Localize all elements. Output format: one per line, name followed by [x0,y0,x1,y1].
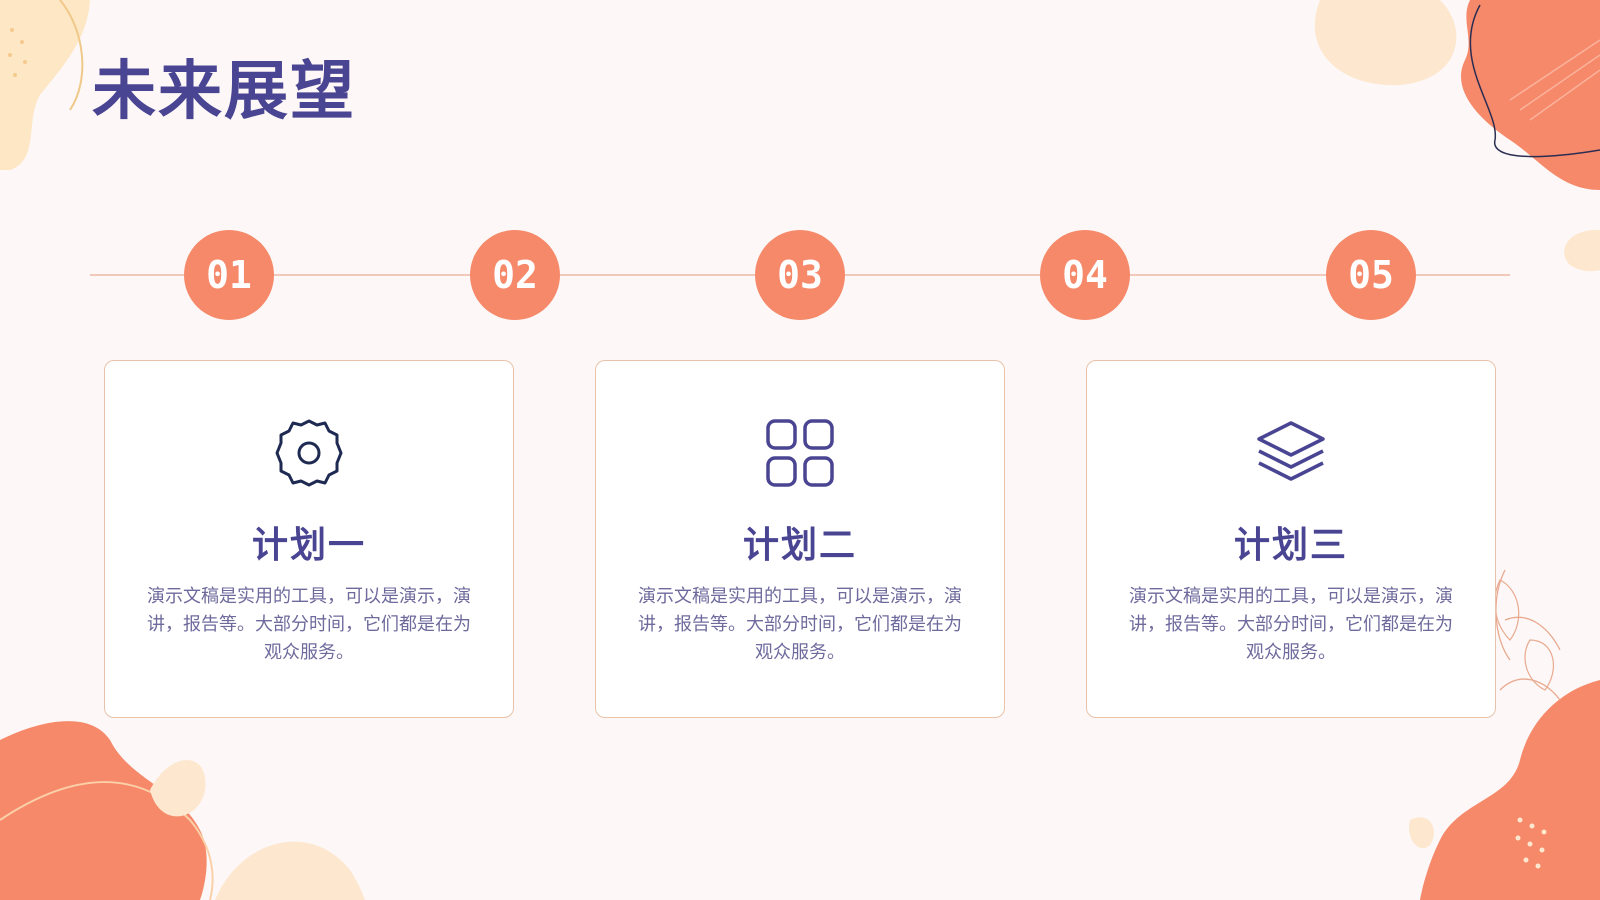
plan-card-title: 计划二 [742,525,857,566]
plan-card-1: 计划一 演示文稿是实用的工具，可以是演示，演讲，报告等。大部分时间，它们都是在为… [104,360,514,718]
step-badge-02: 02 [470,230,560,320]
step-badge-05: 05 [1326,230,1416,320]
plan-card-body: 演示文稿是实用的工具，可以是演示，演讲，报告等。大部分时间，它们都是在为观众服务… [1129,586,1453,663]
plan-card-body: 演示文稿是实用的工具，可以是演示，演讲，报告等。大部分时间，它们都是在为观众服务… [147,586,471,663]
plan-card-3: 计划三 演示文稿是实用的工具，可以是演示，演讲，报告等。大部分时间，它们都是在为… [1086,360,1496,718]
step-badge-04: 04 [1040,230,1130,320]
page-title: 未来展望 [92,55,356,129]
plan-card-2: 计划二 演示文稿是实用的工具，可以是演示，演讲，报告等。大部分时间，它们都是在为… [595,360,1005,718]
grid-icon [766,419,834,487]
step-badge-03: 03 [755,230,845,320]
plan-card-title: 计划一 [251,525,366,566]
step-badge-01: 01 [184,230,274,320]
plan-card-body: 演示文稿是实用的工具，可以是演示，演讲，报告等。大部分时间，它们都是在为观众服务… [638,586,962,663]
layers-icon [1257,421,1325,481]
gear-icon [275,419,343,487]
plan-card-title: 计划三 [1233,525,1348,566]
